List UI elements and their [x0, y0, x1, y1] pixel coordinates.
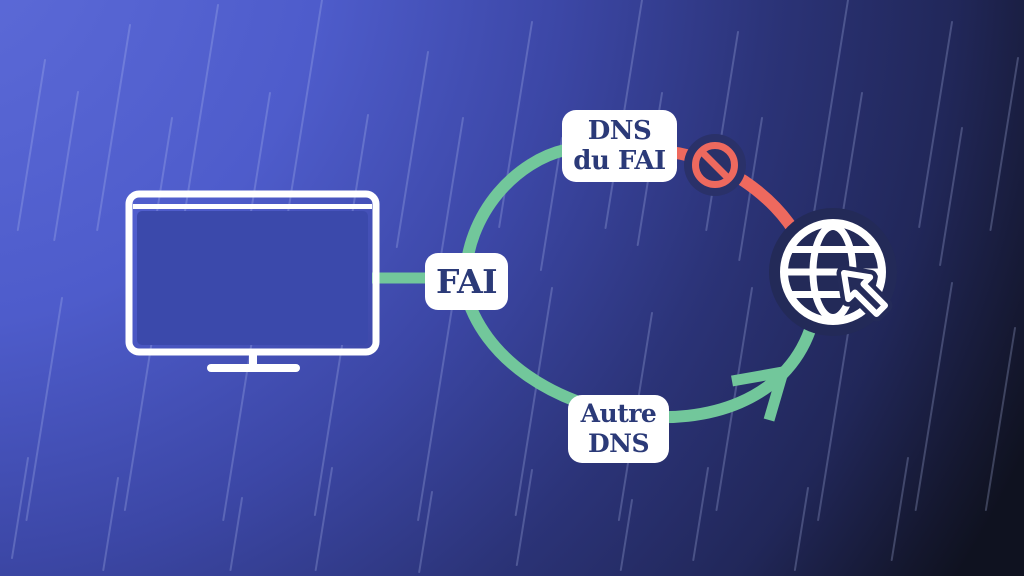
isp-dns-label: DNS du FAI — [562, 110, 677, 182]
monitor-icon — [125, 190, 380, 372]
isp-dns-label-line2: du FAI — [573, 146, 666, 176]
arrowhead-icon — [731, 365, 791, 422]
computer-isp-connector — [372, 272, 432, 284]
other-dns-label: Autre DNS — [568, 395, 669, 463]
isp-label: FAI — [425, 253, 508, 310]
isp-dns-label-line1: DNS — [587, 116, 652, 146]
prohibition-icon — [684, 134, 746, 196]
other-dns-label-line1: Autre — [580, 399, 657, 428]
other-dns-label-line2: DNS — [587, 429, 650, 458]
isp-label-text: FAI — [435, 262, 498, 301]
cursor-icon — [836, 265, 893, 322]
